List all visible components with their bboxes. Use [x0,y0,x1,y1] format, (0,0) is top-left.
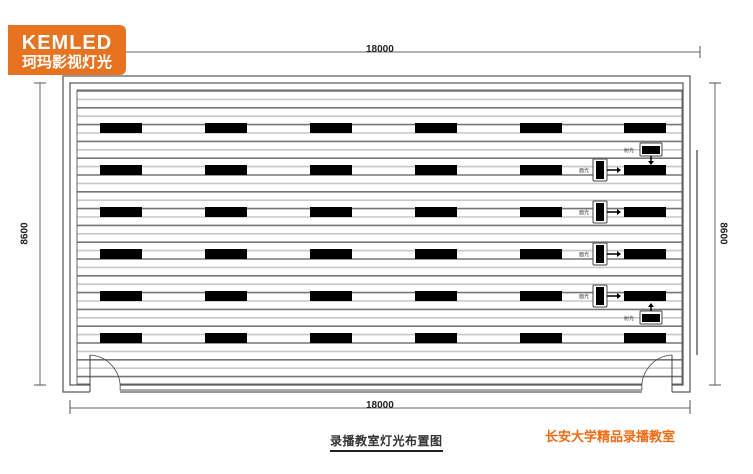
light-panel [415,291,457,301]
drawing-caption: 录播教室灯光布置图 [330,432,443,452]
light-panel [100,249,142,259]
light-panel [624,165,666,175]
door-opening [90,380,120,394]
face-light-label: 面光 [579,209,589,216]
face-light [596,245,604,263]
light-panel [100,291,142,301]
outer-wall [62,75,691,393]
dimension-top: 18000 [366,44,394,55]
light-panel [415,333,457,343]
light-panel [310,291,352,301]
light-panel [205,249,247,259]
dimension-bottom: 18000 [366,400,394,411]
light-panel [100,165,142,175]
light-panel [415,123,457,133]
door-opening [642,380,672,394]
arrow-head [648,161,654,165]
light-panel [624,249,666,259]
arrow-head [648,303,654,307]
light-panel [415,249,457,259]
logo-brand-cn: 珂玛影视灯光 [21,54,112,71]
logo: KEMLED 珂玛影视灯光 [8,25,126,75]
face-light-label: 面光 [579,167,589,174]
end-light [642,146,660,154]
face-light [596,161,604,179]
face-light-label: 面光 [579,251,589,258]
arrow-head [617,209,621,215]
arrow-head [617,167,621,173]
end-light-label: 射光 [624,315,634,322]
light-panel [624,291,666,301]
light-panel [100,123,142,133]
face-light-label: 面光 [579,293,589,300]
light-panel [520,123,562,133]
dimension-right: 8600 [717,222,729,245]
arrow-head [617,251,621,257]
arrow-head [617,293,621,299]
light-panel [100,207,142,217]
light-panel [205,291,247,301]
light-panel [624,123,666,133]
light-panel [310,333,352,343]
drawing-subtitle: 长安大学精品录播教室 [545,429,676,444]
door-swing-arc [641,354,673,391]
light-panel [100,333,142,343]
light-panel [415,207,457,217]
end-light-label: 射光 [624,147,634,154]
light-panel [310,249,352,259]
light-panel [310,123,352,133]
light-panel [520,249,562,259]
door-swing-arc [89,354,121,391]
light-panel [520,207,562,217]
inner-wall [69,82,684,386]
light-panel [205,333,247,343]
light-panel [624,207,666,217]
ceiling-boundary [76,89,683,385]
light-panel [205,165,247,175]
light-panel [310,207,352,217]
light-panel [205,207,247,217]
light-panel [520,333,562,343]
face-light [596,287,604,305]
light-panel [415,165,457,175]
logo-brand-en: KEMLED [21,32,113,54]
face-light [596,203,604,221]
light-panel [624,333,666,343]
light-panel [520,291,562,301]
light-panel [310,165,352,175]
dimension-left: 8600 [19,222,31,245]
light-panel [205,123,247,133]
end-light [642,314,660,322]
light-panel [520,165,562,175]
